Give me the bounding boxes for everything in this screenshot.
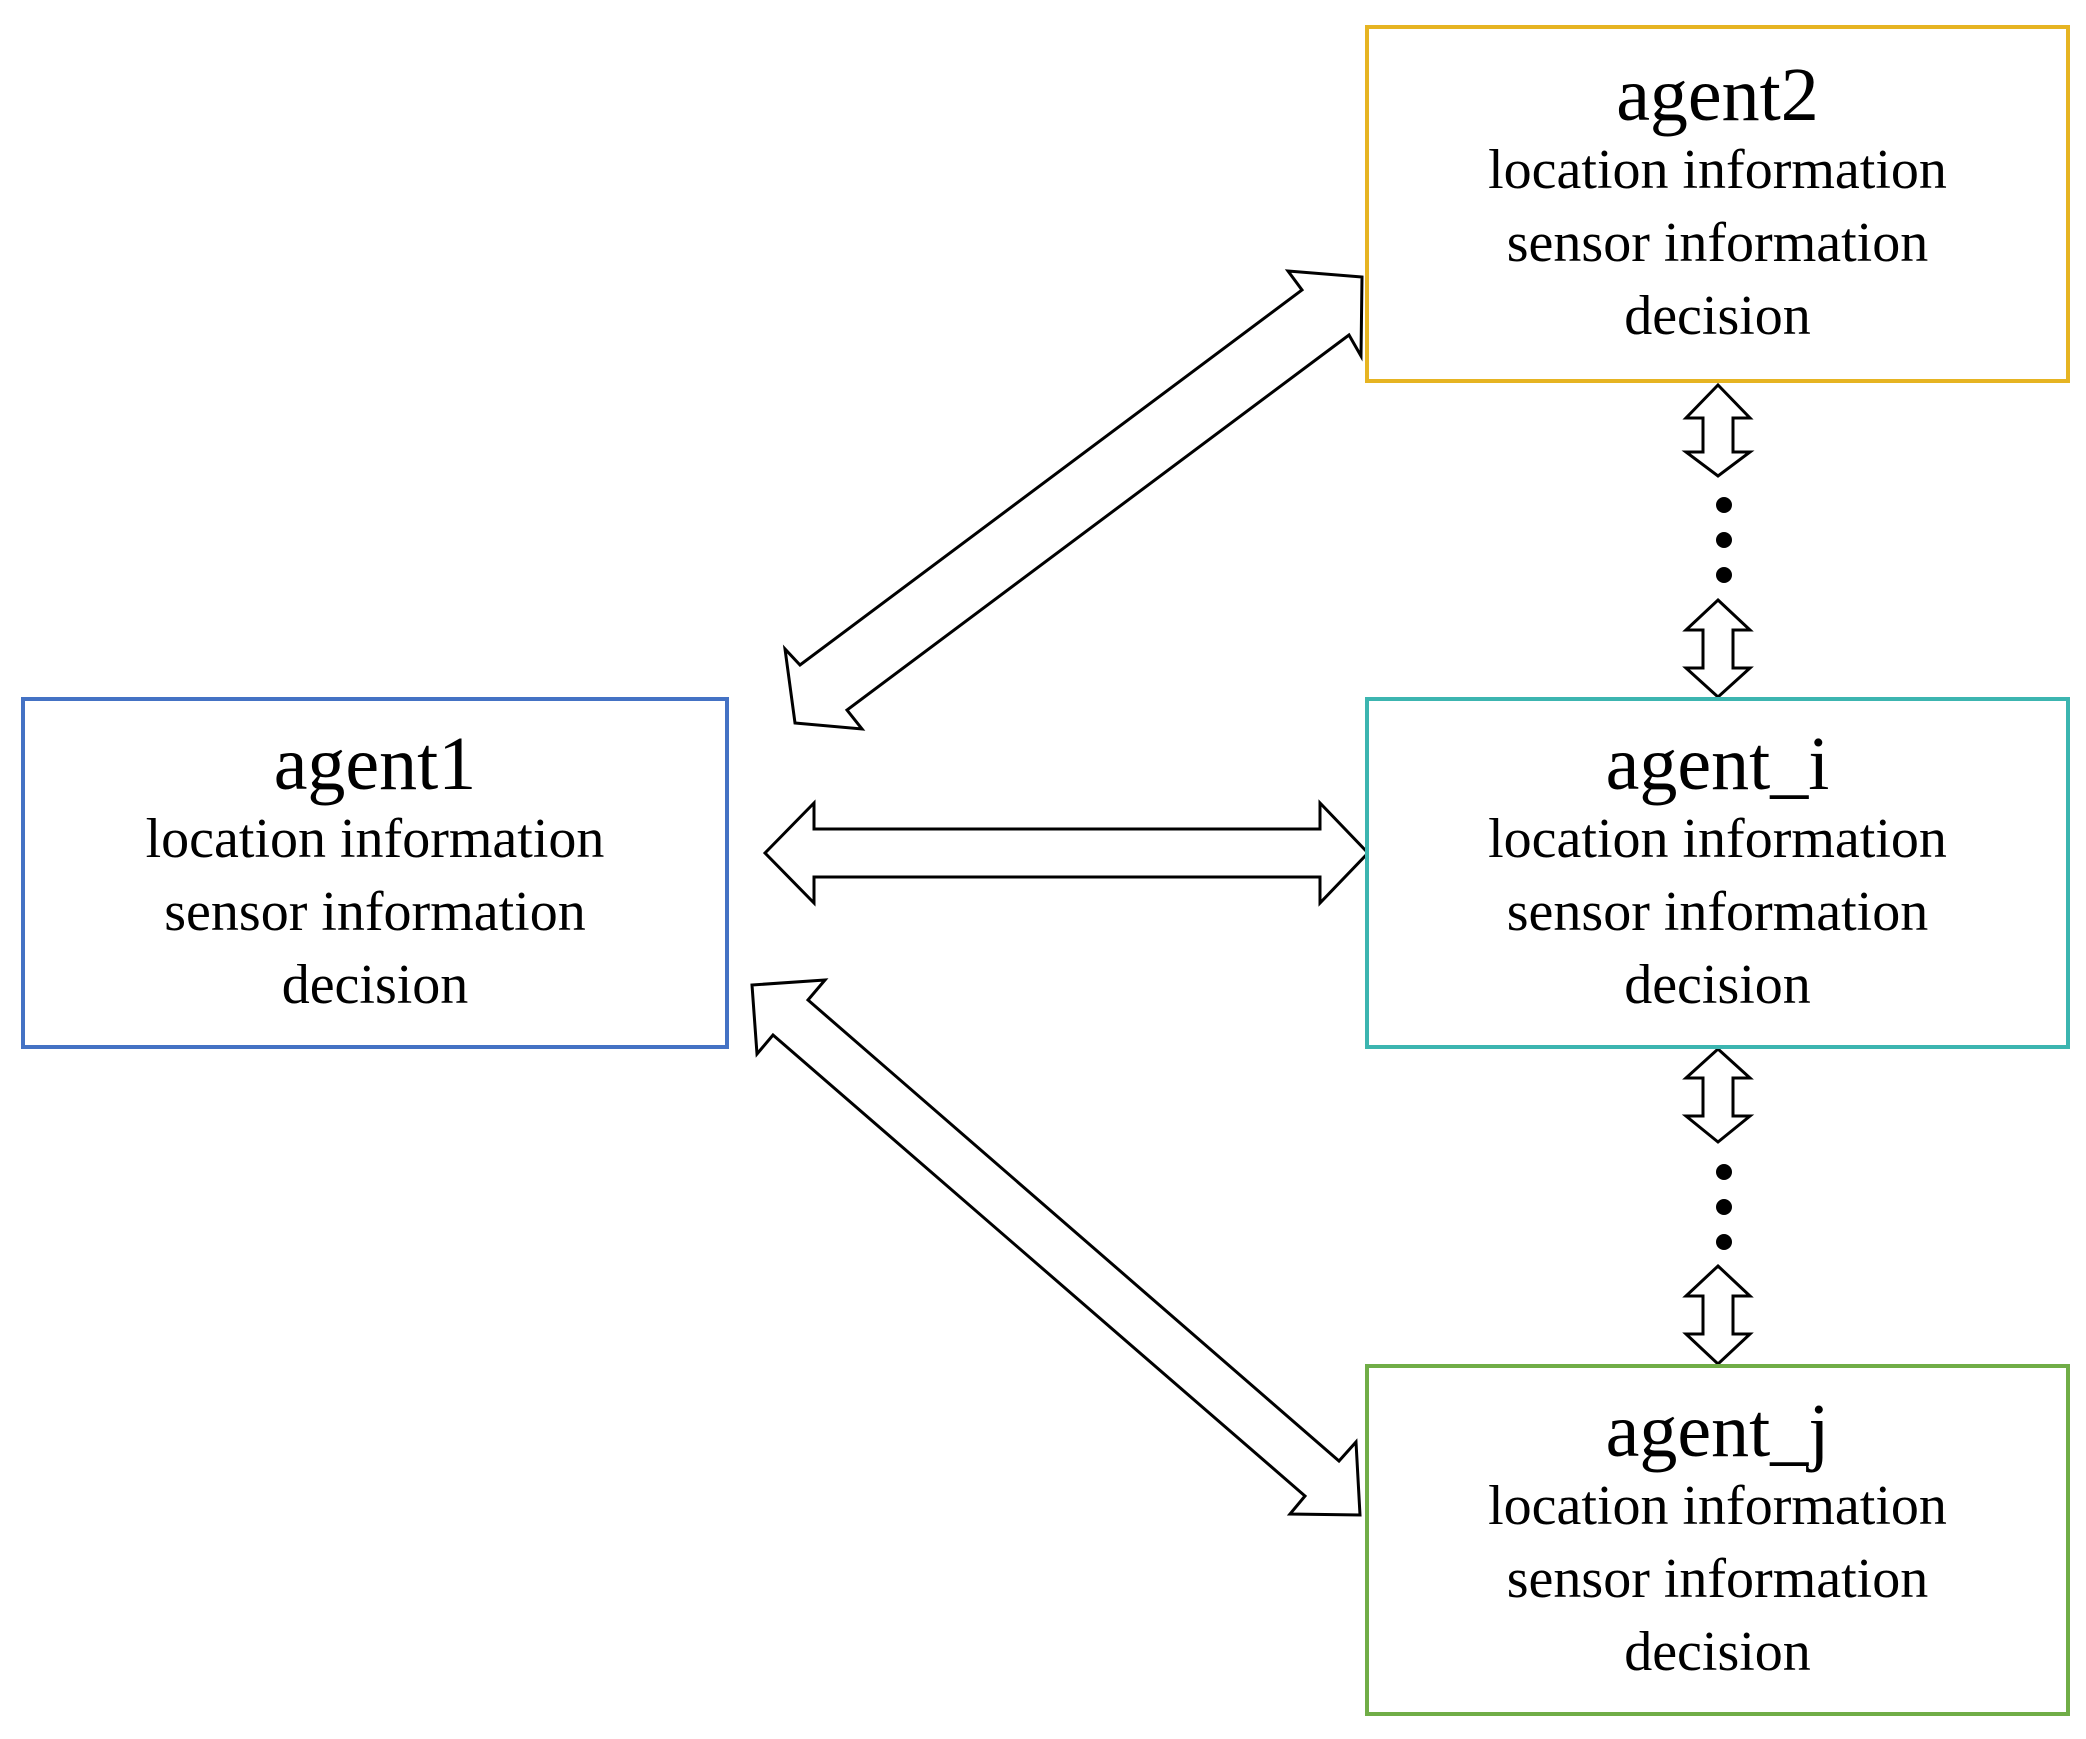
agent-location-info: location information (1488, 1474, 1947, 1537)
ellipsis-dot (1716, 1164, 1732, 1180)
agent-location-info: location information (1488, 138, 1947, 201)
agent-decision: decision (281, 953, 469, 1016)
ellipsis-dot (1716, 497, 1732, 513)
agent-decision: decision (1624, 284, 1811, 347)
ellipsis-dot (1716, 532, 1732, 548)
ellipsis-dot (1716, 567, 1732, 583)
arrow-agent-i-ellipsis-lower (1681, 1046, 1755, 1144)
arrow-agent1-agent-j (750, 978, 1362, 1517)
ellipsis-dot (1716, 1234, 1732, 1250)
agent-name: agent1 (273, 721, 477, 806)
ellipsis-dot (1716, 1199, 1732, 1215)
arrow-ellipsis-agent-i-upper (1682, 597, 1754, 700)
agent-sensor-info: sensor information (1506, 211, 1929, 274)
agent-box-agent-j: agent_j location information sensor info… (1365, 1364, 2070, 1716)
agent-location-info: location information (145, 807, 605, 870)
arrow-ellipsis-agent-j (1682, 1263, 1754, 1367)
agent-sensor-info: sensor information (1506, 1547, 1929, 1610)
agent-sensor-info: sensor information (1506, 880, 1929, 943)
agent-name: agent_j (1605, 1388, 1830, 1473)
arrow-agent1-agent2 (782, 269, 1364, 731)
agent-box-agent1: agent1 location information sensor infor… (21, 697, 729, 1049)
agent-name: agent2 (1616, 52, 1819, 137)
agent-location-info: location information (1488, 807, 1947, 870)
agent-box-agent-i: agent_i location information sensor info… (1365, 697, 2070, 1049)
agent-box-agent2: agent2 location information sensor infor… (1365, 25, 2070, 383)
agent-sensor-info: sensor information (164, 880, 586, 943)
agent-name: agent_i (1605, 721, 1830, 806)
arrow-agent2-ellipsis-upper (1681, 382, 1755, 478)
agent-decision: decision (1624, 953, 1811, 1016)
arrow-agent1-agent-i (762, 799, 1371, 907)
agent-decision: decision (1624, 1620, 1811, 1683)
